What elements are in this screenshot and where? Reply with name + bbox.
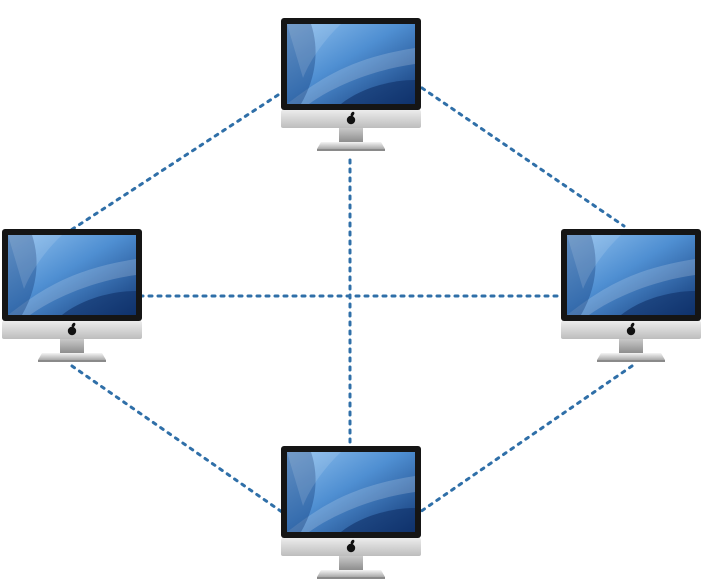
nodes-layer (2, 18, 701, 579)
imac-icon (2, 229, 142, 362)
link-top-left (66, 93, 280, 234)
link-right-bottom (418, 364, 634, 514)
links-layer (66, 86, 634, 514)
computer-node-left (2, 229, 142, 362)
computer-node-top (281, 18, 421, 151)
imac-icon (281, 18, 421, 151)
link-left-bottom (70, 364, 284, 514)
link-top-right (420, 86, 626, 228)
imac-icon (281, 446, 421, 579)
computer-node-right (561, 229, 701, 362)
computer-node-bottom (281, 446, 421, 579)
imac-icon (561, 229, 701, 362)
